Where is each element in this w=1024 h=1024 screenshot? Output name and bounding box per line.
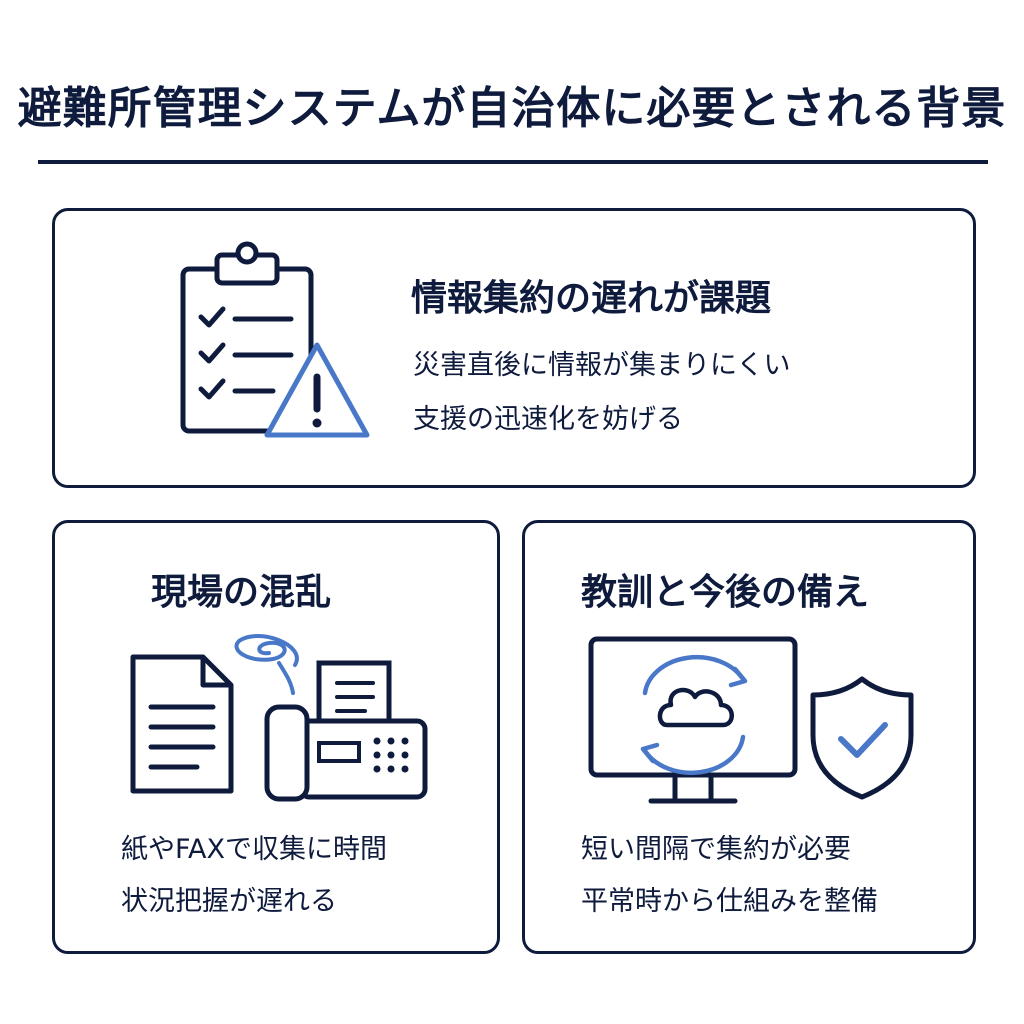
title-divider bbox=[38, 160, 988, 164]
card-heading: 情報集約の遅れが課題 bbox=[411, 278, 772, 319]
card-field-confusion: 現場の混乱 bbox=[52, 520, 500, 954]
card-text-line: 支援の迅速化を妨げる bbox=[413, 404, 683, 435]
paper-document-icon bbox=[127, 651, 239, 797]
swirl-confusion-icon bbox=[229, 623, 309, 703]
card-text-line: 平常時から仕組みを整備 bbox=[581, 886, 878, 917]
page-title: 避難所管理システムが自治体に必要とされる背景 bbox=[17, 83, 1007, 134]
warning-triangle-icon bbox=[261, 339, 373, 443]
card-heading: 現場の混乱 bbox=[151, 572, 332, 613]
shield-check-icon bbox=[807, 673, 917, 803]
monitor-cloud-sync-icon bbox=[585, 633, 805, 809]
card-text-line: 状況把握が遅れる bbox=[121, 886, 337, 917]
card-text-line: 紙やFAXで収集に時間 bbox=[121, 834, 388, 865]
card-lessons-preparation: 教訓と今後の備え 短い間隔で集約が必要 平常時から仕組みを整備 bbox=[522, 520, 976, 954]
card-heading: 教訓と今後の備え bbox=[581, 572, 870, 613]
card-text-line: 短い間隔で集約が必要 bbox=[581, 834, 851, 865]
clipboard-checklist-icon bbox=[173, 241, 323, 441]
fax-machine-icon bbox=[261, 657, 431, 805]
card-info-delay: 情報集約の遅れが課題 災害直後に情報が集まりにくい 支援の迅速化を妨げる bbox=[52, 208, 976, 488]
card-text-line: 災害直後に情報が集まりにくい bbox=[413, 350, 791, 381]
